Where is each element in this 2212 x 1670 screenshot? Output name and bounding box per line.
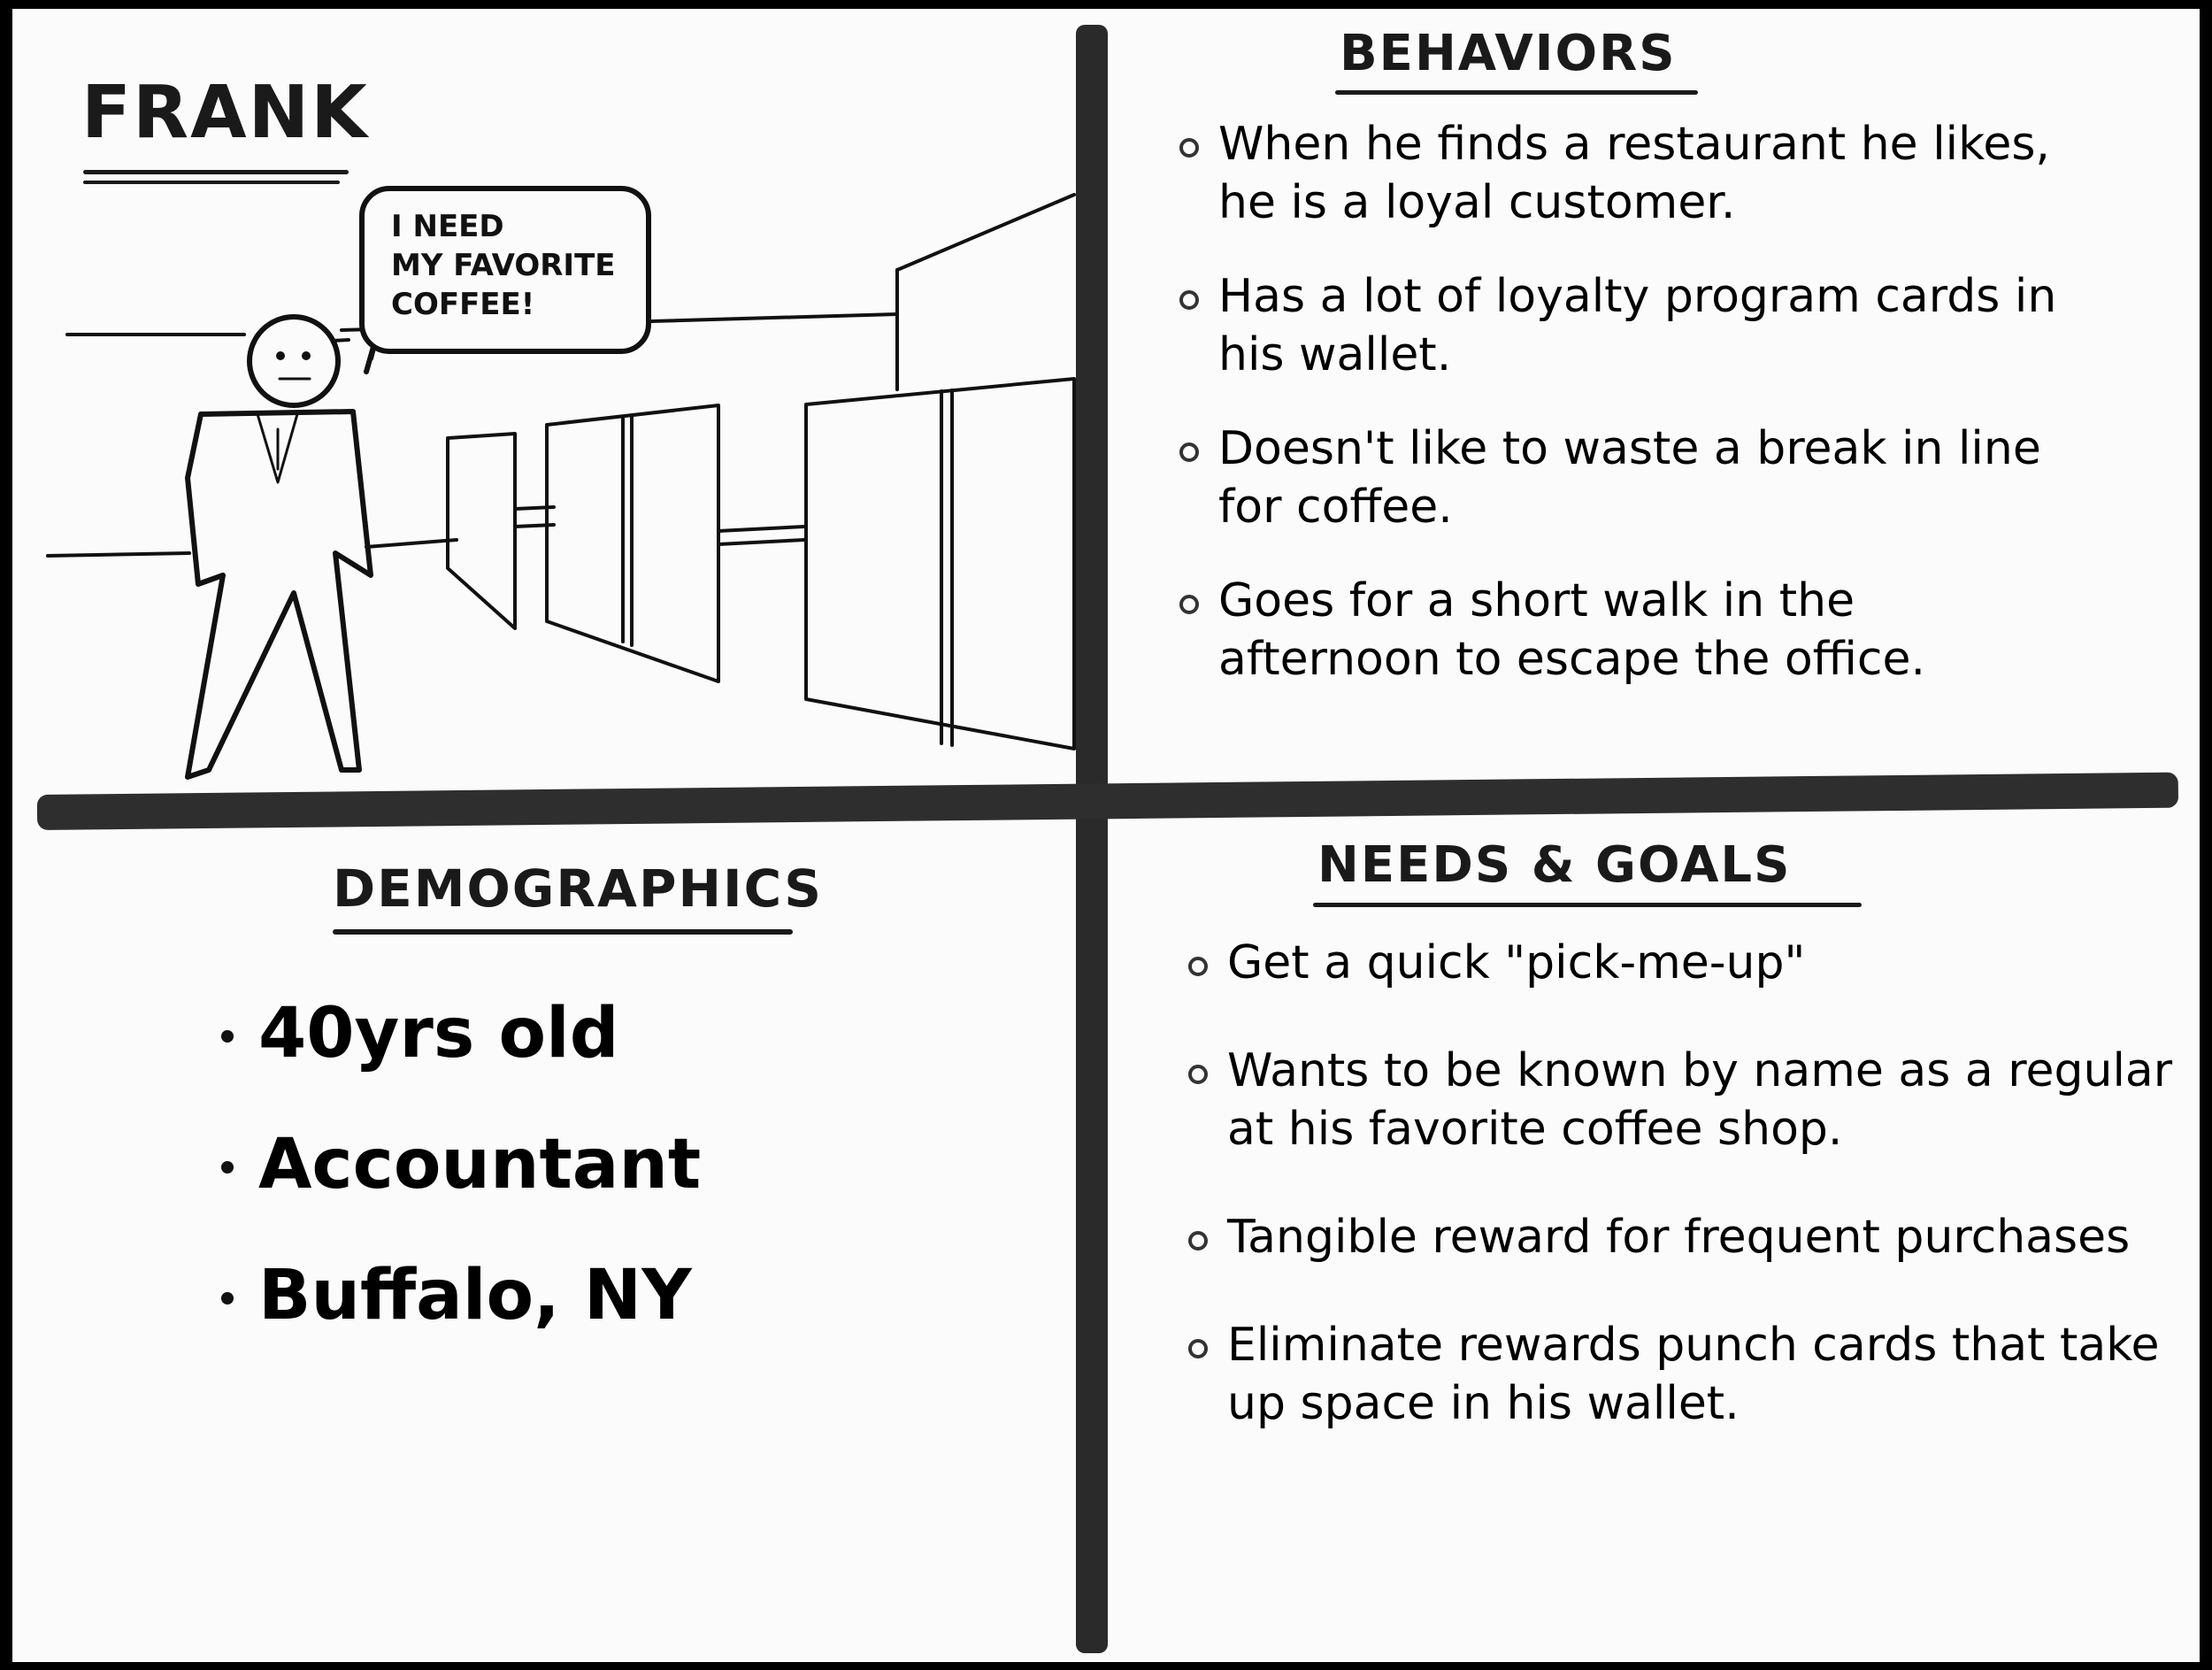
behavior-item: When he finds a restaurant he likes, he … (1176, 115, 2085, 232)
needs-goals-heading-underline (1313, 903, 1862, 907)
office-sketch (46, 193, 1076, 780)
demographic-item: 40yrs old (216, 991, 701, 1076)
behaviors-heading: BEHAVIORS (1340, 25, 1677, 82)
needs-goal-item: Tangible reward for frequent purchases (1185, 1208, 2174, 1266)
behaviors-heading-underline (1335, 90, 1698, 95)
persona-name-underline (83, 170, 349, 174)
behavior-item: Doesn't like to waste a break in line fo… (1176, 419, 2085, 536)
persona-name: FRANK (81, 71, 369, 155)
demographics-heading: DEMOGRAPHICS (333, 858, 823, 919)
demographic-item: Buffalo, NY (216, 1253, 701, 1338)
behavior-item: Has a lot of loyalty program cards in hi… (1176, 267, 2085, 384)
speech-bubble-text: I NEED MY FAVORITE COFFEE! (391, 209, 616, 322)
needs-goal-item: Wants to be known by name as a regular a… (1185, 1042, 2174, 1158)
behaviors-list: When he finds a restaurant he likes, he … (1176, 115, 2176, 724)
speech-bubble: I NEED MY FAVORITE COFFEE! (359, 186, 651, 354)
demographics-heading-underline (333, 929, 793, 935)
behavior-item: Goes for a short walk in the afternoon t… (1176, 572, 2085, 689)
vertical-divider (1076, 25, 1108, 1653)
needs-goal-item: Eliminate rewards punch cards that take … (1185, 1316, 2174, 1433)
demographics-list: 40yrs old Accountant Buffalo, NY (216, 991, 701, 1384)
demographic-item: Accountant (216, 1122, 701, 1207)
persona-sheet: I NEED MY FAVORITE COFFEE! FRANK BEHAVIO… (12, 9, 2200, 1662)
needs-goal-item: Get a quick "pick-me-up" (1185, 934, 2174, 992)
needs-goals-list: Get a quick "pick-me-up" Wants to be kno… (1185, 934, 2193, 1482)
persona-name-underline-2 (83, 181, 340, 184)
needs-goals-heading: NEEDS & GOALS (1317, 836, 1792, 894)
